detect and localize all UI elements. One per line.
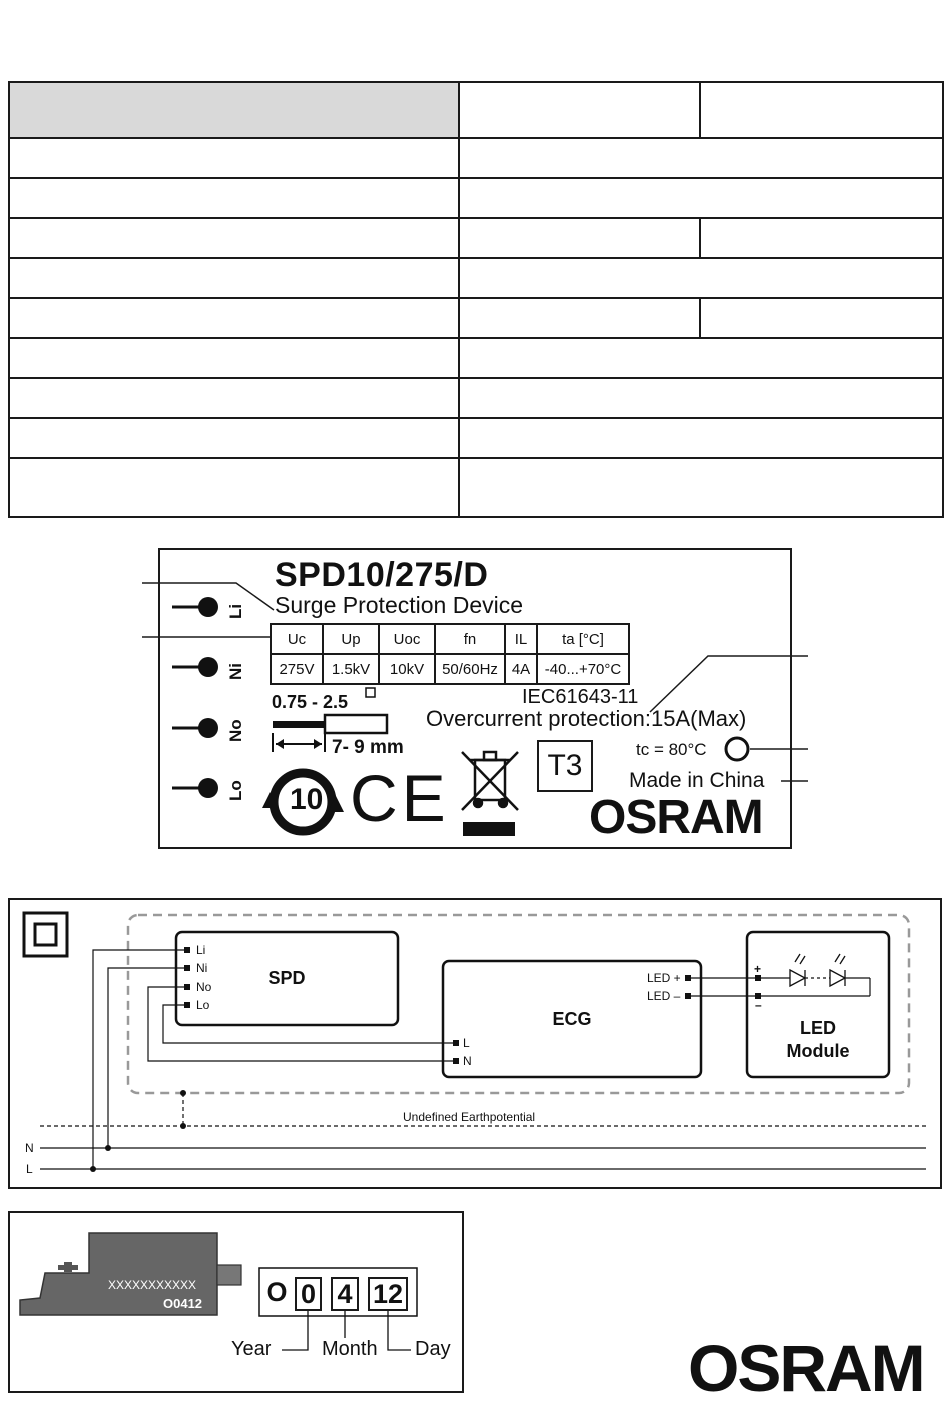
table-row xyxy=(8,417,944,459)
table-row xyxy=(8,377,944,419)
ratings-header-row: Uc Up Uoc fn IL ta [°C] xyxy=(270,623,630,655)
led-module-block xyxy=(745,930,891,1079)
ecg-input-l: L xyxy=(463,1036,470,1050)
table-row xyxy=(8,297,944,339)
rating-header: IL xyxy=(504,623,538,655)
spd-block xyxy=(174,930,400,1027)
ecg-output-led-plus: LED + xyxy=(647,971,681,985)
earth-label: Undefined Earthpotential xyxy=(403,1110,536,1124)
class-2-insulation-icon xyxy=(22,911,69,958)
rating-value: 4A xyxy=(504,653,538,685)
leader-line-overcurrent xyxy=(649,655,808,713)
table-row xyxy=(8,257,944,299)
rohs-years: 10 xyxy=(290,783,324,816)
standard: IEC61643-11 xyxy=(522,686,639,708)
ecg-block-label: ECG xyxy=(552,1009,592,1029)
wires xyxy=(40,949,926,1170)
ecg-input-n: N xyxy=(463,1054,472,1068)
ce-mark: CE xyxy=(350,761,450,835)
stripped-wire-icon xyxy=(272,713,389,752)
year-label: Year xyxy=(231,1338,272,1360)
mains-l-label: L xyxy=(26,1162,33,1176)
spd-terminal-li: Li xyxy=(196,943,206,957)
ratings-value-row: 275V 1.5kV 10kV 50/60Hz 4A -40...+70°C xyxy=(270,653,630,685)
terminals xyxy=(184,947,761,1064)
table-row xyxy=(8,177,944,219)
country-of-origin: Made in China xyxy=(629,769,765,792)
rating-header: fn xyxy=(434,623,506,655)
wiring-diagram xyxy=(8,898,942,1189)
ecg-block xyxy=(441,959,703,1079)
strip-length: 7- 9 mm xyxy=(332,737,404,758)
model-name: SPD10/275/D xyxy=(275,556,489,594)
rating-header: Up xyxy=(322,623,380,655)
weee-bin-icon xyxy=(461,750,519,811)
overcurrent-protection: Overcurrent protection:15A(Max) xyxy=(426,706,747,731)
luminaire-boundary xyxy=(126,913,911,1095)
table-row xyxy=(8,217,944,259)
mains-n-label: N xyxy=(25,1141,34,1155)
table-row xyxy=(8,457,944,518)
date-digit-prefix: O xyxy=(266,1277,288,1307)
device-date-code: O0412 xyxy=(163,1296,203,1311)
leader-line-description xyxy=(142,582,275,611)
table-row xyxy=(8,137,944,179)
rating-value: 1.5kV xyxy=(322,653,380,685)
spd-terminal-lo: Lo xyxy=(196,998,210,1012)
date-code-frame xyxy=(258,1267,418,1317)
rating-value: 10kV xyxy=(378,653,436,685)
rating-header: Uoc xyxy=(378,623,436,655)
label-brand-logo: OSRAM xyxy=(589,791,764,844)
led-diode-icon xyxy=(789,953,847,988)
product-label xyxy=(158,548,792,849)
weee-bar-icon xyxy=(463,822,515,836)
tc-point-icon xyxy=(724,736,750,762)
tc-temperature: tc = 80°C xyxy=(636,740,707,759)
rating-value: 275V xyxy=(270,653,324,685)
rohs-10-icon xyxy=(262,768,344,836)
date-digit-day: 12 xyxy=(368,1277,408,1311)
month-label: Month xyxy=(322,1338,378,1360)
spd-terminal-no: No xyxy=(196,980,212,994)
spec-table xyxy=(8,81,944,518)
ratings-table: Uc Up Uoc fn IL ta [°C] 275V 1.5kV 10kV … xyxy=(270,623,630,685)
date-code-panel xyxy=(8,1211,464,1393)
date-digit-year: 0 xyxy=(295,1277,322,1311)
day-label: Day xyxy=(415,1338,451,1360)
ecg-output-led-minus: LED – xyxy=(647,989,681,1003)
rating-value: -40...+70°C xyxy=(536,653,630,685)
footer-brand-logo: OSRAM xyxy=(688,1331,926,1402)
date-digit-month: 4 xyxy=(331,1277,359,1311)
rating-value: 50/60Hz xyxy=(434,653,506,685)
led-plus-sign: + xyxy=(754,962,762,976)
pin-terminals xyxy=(172,597,218,798)
table-row xyxy=(8,337,944,379)
spd-terminal-ni: Ni xyxy=(196,961,208,975)
table-header-row xyxy=(8,81,944,139)
device-print: XXXXXXXXXXX xyxy=(108,1278,197,1292)
product-description: Surge Protection Device xyxy=(275,592,524,618)
spd-block-label: SPD xyxy=(268,968,306,988)
wire-range: 0.75 - 2.5 xyxy=(272,692,349,712)
led-minus-sign: – xyxy=(755,998,762,1012)
rating-header: Uc xyxy=(270,623,324,655)
class-badge: T3 xyxy=(537,740,593,792)
spd-device-illustration xyxy=(19,1232,242,1316)
rating-header: ta [°C] xyxy=(536,623,630,655)
wire-square-icon xyxy=(365,687,376,698)
date-code-leaders xyxy=(282,1311,411,1351)
